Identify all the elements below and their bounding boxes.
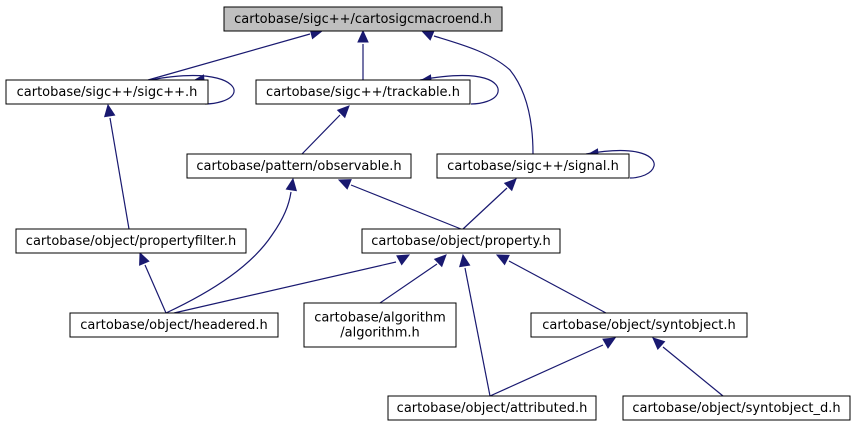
edge-line	[508, 260, 607, 314]
node-label: cartobase/object/syntobject.h	[542, 318, 736, 333]
edge-arrowhead	[336, 105, 350, 119]
edge-line	[489, 344, 604, 397]
node-property[interactable]: cartobase/object/property.h	[361, 228, 561, 254]
node-label: cartobase/sigc++/trackable.h	[266, 85, 460, 100]
node-label: cartobase/pattern/observable.h	[196, 159, 401, 174]
edge-property-to-observable	[337, 179, 462, 230]
edge-arrowhead	[652, 337, 666, 351]
node-box	[303, 302, 457, 348]
edge-headered-to-observable	[165, 177, 297, 314]
node-box	[622, 395, 851, 421]
nodes-layer: cartobase/sigc++/cartosigcmacroend.h cart…	[5, 6, 851, 421]
edge-line	[662, 346, 724, 397]
node-box	[530, 312, 748, 338]
edge-arrowhead	[285, 177, 297, 192]
node-label: cartobase/object/propertyfilter.h	[26, 234, 236, 249]
edge-syntobject_d-to-syntobject	[652, 337, 724, 397]
node-box	[361, 228, 561, 254]
node-label: cartobase/algorithm	[314, 311, 446, 326]
node-trackable[interactable]: cartobase/sigc++/trackable.h	[255, 79, 471, 105]
edge-sigcpp-to-cartosigcmacroend	[147, 28, 324, 81]
edge-arrowhead	[396, 254, 411, 266]
edge-algorithm-to-property	[379, 254, 447, 304]
node-label: cartobase/object/attributed.h	[397, 401, 588, 416]
edge-attributed-to-syntobject	[489, 337, 617, 397]
edge-arrowhead	[337, 179, 352, 190]
node-box	[223, 6, 503, 32]
node-box	[186, 153, 412, 179]
edge-trackable-to-cartosigcmacroend	[357, 29, 369, 80]
edge-property-to-signal	[462, 178, 517, 230]
node-sigcpp[interactable]: cartobase/sigc++/sigc++.h	[5, 79, 209, 105]
node-label: cartobase/object/headered.h	[80, 318, 267, 333]
edge-arrowhead	[459, 253, 471, 268]
node-box	[436, 153, 630, 179]
node-label: cartobase/sigc++/signal.h	[447, 159, 619, 174]
edge-line	[109, 117, 130, 230]
node-syntobject[interactable]: cartobase/object/syntobject.h	[530, 312, 748, 338]
node-label: cartobase/object/syntobject_d.h	[632, 401, 840, 416]
edge-arrowhead	[420, 30, 435, 41]
edge-line	[464, 267, 491, 397]
node-syntobject-d[interactable]: cartobase/object/syntobject_d.h	[622, 395, 851, 421]
node-box	[5, 79, 209, 105]
node-label: cartobase/object/property.h	[371, 234, 551, 249]
node-observable[interactable]: cartobase/pattern/observable.h	[186, 153, 412, 179]
edge-line	[350, 184, 462, 230]
edge-headered-to-property	[173, 254, 411, 314]
node-propertyfilter[interactable]: cartobase/object/propertyfilter.h	[15, 228, 247, 254]
edge-line	[173, 261, 397, 314]
edge-arrowhead	[104, 103, 116, 118]
node-signal[interactable]: cartobase/sigc++/signal.h	[436, 153, 630, 179]
edge-line	[433, 35, 534, 155]
edge-arrowhead	[139, 251, 150, 266]
edge-syntobject-to-property	[495, 254, 607, 314]
node-box	[387, 395, 597, 421]
edge-arrowhead	[433, 254, 447, 268]
edge-arrowhead	[503, 178, 517, 192]
edge-line	[585, 150, 655, 179]
edge-observable-to-trackable	[301, 105, 350, 155]
edge-line	[149, 74, 235, 105]
edge-line	[419, 74, 499, 105]
edge-line	[379, 263, 438, 304]
edge-line	[165, 191, 292, 314]
edge-line	[462, 187, 508, 230]
node-algorithm[interactable]: cartobase/algorithm/algorithm.h	[303, 302, 457, 348]
edge-attributed-to-property	[459, 253, 491, 397]
edge-line	[301, 114, 341, 155]
node-box	[15, 228, 247, 254]
node-box	[69, 312, 279, 338]
edge-arrowhead	[357, 29, 369, 43]
node-headered[interactable]: cartobase/object/headered.h	[69, 312, 279, 338]
node-label: /algorithm.h	[340, 326, 420, 341]
node-box	[255, 79, 471, 105]
edge-arrowhead	[602, 337, 617, 349]
node-cartosigcmacroend: cartobase/sigc++/cartosigcmacroend.h	[223, 6, 503, 32]
edge-arrowhead	[495, 254, 510, 266]
edge-line	[147, 33, 311, 81]
node-label: cartobase/sigc++/sigc++.h	[17, 85, 198, 100]
node-label: cartobase/sigc++/cartosigcmacroend.h	[234, 12, 492, 27]
node-attributed[interactable]: cartobase/object/attributed.h	[387, 395, 597, 421]
edge-headered-to-propertyfilter	[139, 251, 167, 314]
edge-propertyfilter-to-sigcpp	[104, 103, 130, 230]
edge-line	[144, 264, 167, 314]
